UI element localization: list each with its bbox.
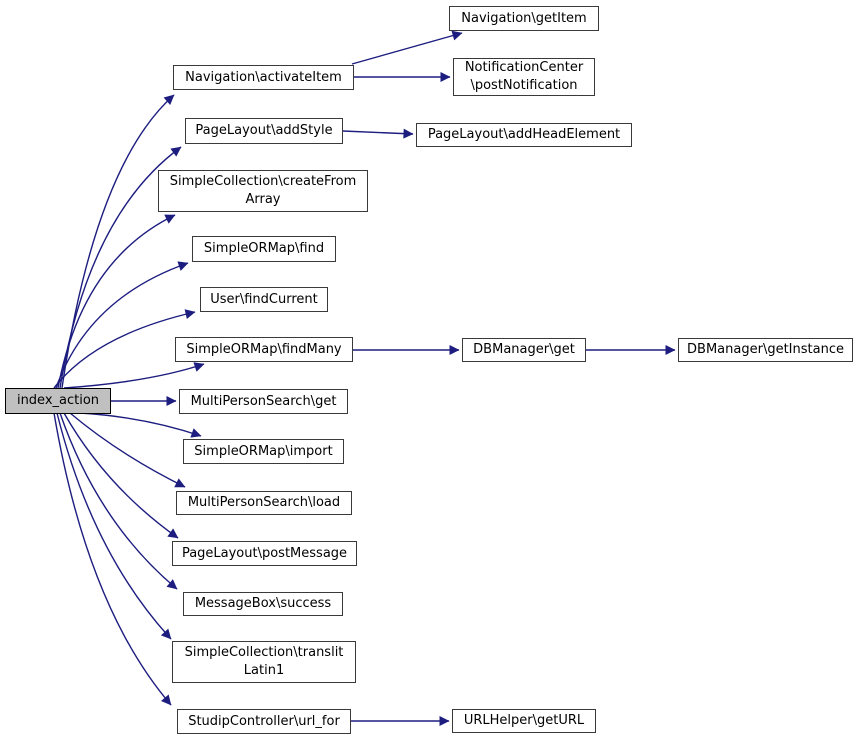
node-simplecollection-translitlatin1[interactable]: SimpleCollection\translit Latin1 — [172, 641, 356, 683]
edge-index-action-to-urlfor — [53, 412, 172, 706]
edge-index-action-to-activateitem — [61, 94, 175, 389]
edge-activateitem-to-getitem — [351, 30, 463, 65]
node-simplecollection-createfromarray[interactable]: SimpleCollection\createFrom Array — [158, 170, 368, 212]
node-index-action: index_action — [5, 388, 111, 414]
node-navigation-activateitem[interactable]: Navigation\activateItem — [173, 65, 354, 90]
node-notificationcenter-postnotification[interactable]: NotificationCenter \postNotification — [453, 58, 595, 96]
edge-index-action-to-find — [55, 261, 189, 389]
node-pagelayout-addstyle[interactable]: PageLayout\addStyle — [185, 118, 343, 144]
node-urlhelper-geturl[interactable]: URLHelper\getURL — [452, 709, 596, 733]
edge-index-action-to-createfromarray — [57, 214, 176, 389]
edge-index-action-to-findmany — [63, 362, 205, 389]
node-studipcontroller-url-for[interactable]: StudipController\url_for — [177, 709, 351, 734]
node-multipersonsearch-get[interactable]: MultiPersonSearch\get — [179, 389, 348, 414]
node-pagelayout-postmessage[interactable]: PageLayout\postMessage — [172, 541, 357, 566]
node-user-findcurrent[interactable]: User\findCurrent — [200, 287, 328, 312]
edge-index-action-to-load — [69, 412, 186, 488]
edge-index-action-to-findcurrent — [53, 309, 196, 389]
node-navigation-getitem[interactable]: Navigation\getItem — [449, 6, 599, 31]
edge-index-action-to-translitlatin1 — [56, 412, 172, 640]
node-dbmanager-getinstance[interactable]: DBManager\getInstance — [678, 338, 853, 362]
node-simpleormap-find[interactable]: SimpleORMap\find — [192, 236, 336, 262]
node-simpleormap-import[interactable]: SimpleORMap\import — [183, 439, 344, 464]
node-messagebox-success[interactable]: MessageBox\success — [183, 592, 343, 616]
edge-index-action-to-success — [59, 412, 178, 590]
node-pagelayout-addheadelement[interactable]: PageLayout\addHeadElement — [416, 123, 632, 147]
edge-addstyle-to-addheadelement — [342, 128, 414, 139]
edge-index-action-to-import — [79, 412, 202, 438]
edge-index-action-to-postmessage — [63, 412, 179, 539]
node-dbmanager-get[interactable]: DBManager\get — [462, 338, 586, 362]
node-simpleormap-findmany[interactable]: SimpleORMap\findMany — [175, 337, 353, 362]
node-multipersonsearch-load[interactable]: MultiPersonSearch\load — [176, 491, 352, 515]
